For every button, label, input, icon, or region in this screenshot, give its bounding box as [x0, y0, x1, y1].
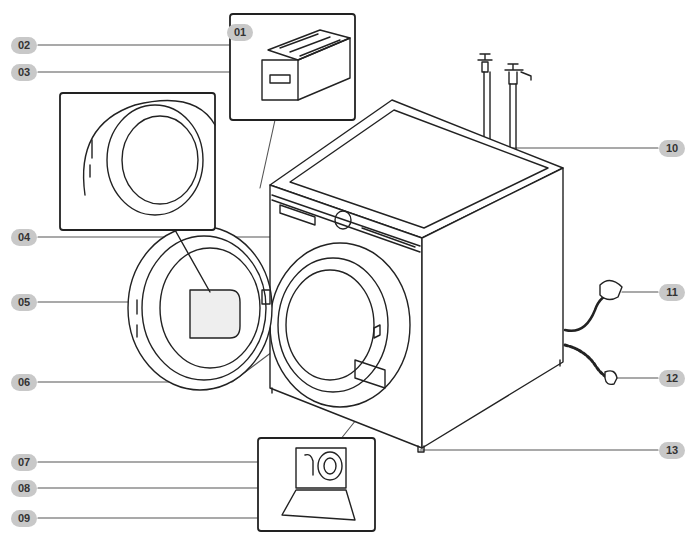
callout-number: 11	[666, 286, 678, 298]
callout-number: 02	[18, 39, 30, 51]
control-dial	[335, 211, 351, 229]
callout-number: 10	[666, 142, 678, 154]
door-inset	[60, 93, 215, 292]
filter-cover	[355, 360, 385, 388]
callout-badge: 06	[11, 374, 37, 391]
callout-badge: 05	[11, 294, 37, 311]
callout-number: 13	[666, 444, 678, 456]
callout-number: 01	[234, 26, 246, 38]
callout-badge: 11	[659, 284, 685, 301]
front-face	[270, 185, 422, 448]
callout-badge: 13	[659, 442, 685, 459]
door-opening	[270, 243, 410, 407]
callout-badge: 03	[11, 64, 37, 81]
callout-badge: 07	[11, 454, 37, 471]
callout-number: 12	[666, 372, 678, 384]
callout-badge: 08	[11, 480, 37, 497]
callout-number: 05	[18, 296, 30, 308]
callout-number: 03	[18, 66, 30, 78]
callout-number: 04	[18, 231, 30, 243]
callout-badge: 02	[11, 37, 37, 54]
open-door	[128, 226, 272, 390]
callout-number: 06	[18, 376, 30, 388]
callout-badge: 04	[11, 229, 37, 246]
drawer-front	[280, 205, 315, 225]
callout-badge: 09	[11, 510, 37, 527]
callout-badge: 01	[227, 24, 253, 41]
callout-badge: 12	[659, 370, 685, 387]
callout-number: 08	[18, 482, 30, 494]
filter-inset	[258, 438, 375, 531]
callout-number: 09	[18, 512, 30, 524]
callout-badge: 10	[659, 140, 685, 157]
callout-number: 07	[18, 456, 30, 468]
side-face	[422, 168, 563, 448]
hoses	[565, 280, 622, 384]
